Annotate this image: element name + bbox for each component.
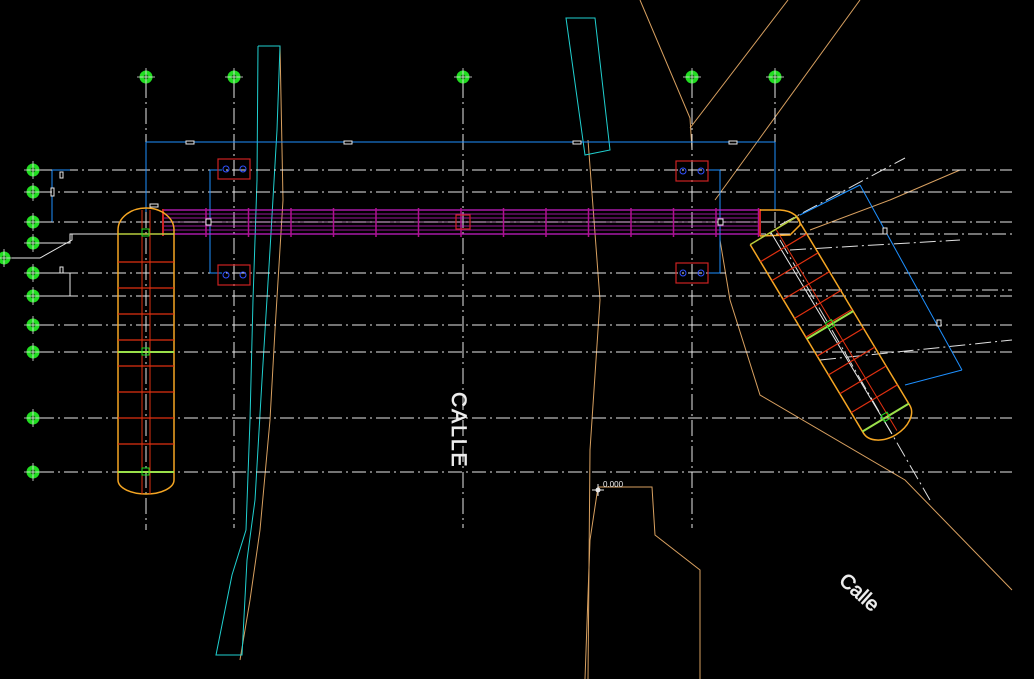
terrain-outlines (239, 0, 1013, 679)
stair-tread (816, 327, 864, 357)
street-label-calle-vertical: CALLE (447, 392, 470, 469)
inclined-grid-axes (779, 157, 1013, 501)
row-grid-bubbles (0, 161, 42, 481)
right-stair (749, 216, 913, 441)
stair-tread (828, 346, 876, 376)
grid-bubble (454, 68, 472, 86)
grid-bubble (24, 463, 42, 481)
anchor-bolts (222, 165, 705, 279)
grid-bubble (24, 213, 42, 231)
dimension-lines (51, 141, 963, 386)
grid-bubble (766, 68, 784, 86)
grid-bubble (225, 68, 243, 86)
grid-bubble (24, 161, 42, 179)
stair-tread (850, 384, 898, 414)
left-stair (117, 207, 175, 495)
street-label-calle-rotated: Calle (835, 569, 884, 616)
grid-bubble (24, 409, 42, 427)
elevation-marker: 0.000 (592, 480, 624, 496)
grid-bubble (24, 234, 42, 252)
grid-bubble (24, 316, 42, 334)
grid-bubble (0, 249, 13, 267)
column-grid-bubbles (137, 68, 784, 86)
stair-tread (805, 308, 853, 338)
stair-tread (760, 233, 808, 263)
stair-tread (839, 365, 887, 395)
grid-bubble (24, 287, 42, 305)
grid-bubble (24, 183, 42, 201)
bridge-deck (162, 208, 761, 237)
grid-bubble (24, 343, 42, 361)
column-bases (217, 158, 709, 286)
grid-bubble (137, 68, 155, 86)
stair-tread (782, 271, 830, 300)
stair-tread (794, 290, 842, 319)
right-bridge-cap (759, 209, 801, 237)
grid-bubble (683, 68, 701, 86)
grid-bubble (24, 264, 42, 282)
elevation-label: 0.000 (603, 480, 624, 489)
horizontal-grid-axes (40, 169, 1012, 473)
stair-tread (771, 252, 819, 282)
dimension-ticks (50, 140, 942, 327)
